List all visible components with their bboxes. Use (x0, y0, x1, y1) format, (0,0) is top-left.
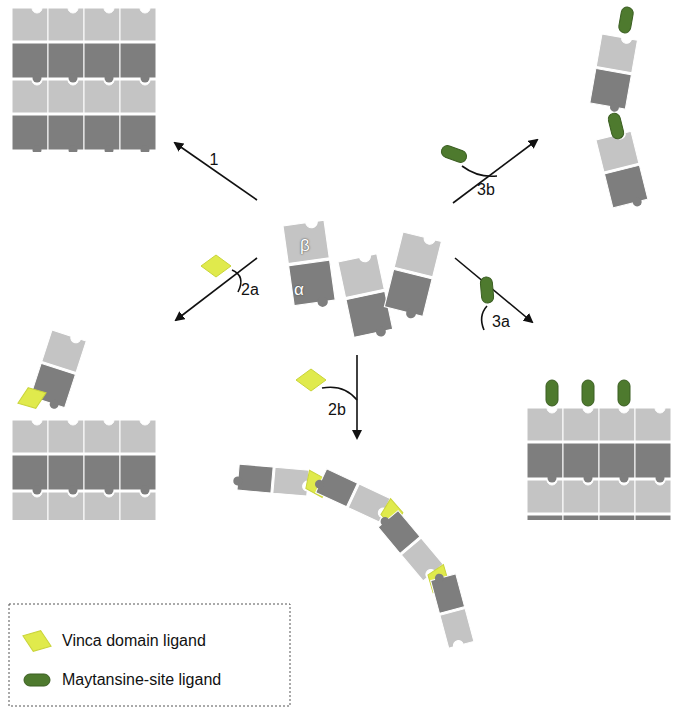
legend-swatch (24, 674, 50, 686)
tubulin-dimer (283, 220, 336, 311)
microtubule-lattice (12, 8, 156, 152)
legend-box (9, 604, 290, 706)
callout-number: 1 (210, 151, 219, 169)
maytansine-ligand (582, 380, 594, 406)
legend-swatch (19, 626, 55, 657)
arrow (453, 140, 537, 203)
tubulin-dimer (596, 131, 649, 212)
callout-number: 2b (328, 401, 346, 419)
maytansine-ligand (440, 144, 469, 164)
ligand-arc (322, 387, 357, 400)
maytansine-ligand (480, 277, 494, 304)
tubulin-dimer (338, 254, 394, 342)
vinca-ligand (14, 383, 50, 414)
arrow (356, 355, 358, 438)
arrow (175, 143, 257, 200)
subunit-label: α (294, 281, 304, 300)
maytansine-ligand (546, 380, 558, 406)
subunit-label: β (300, 237, 310, 256)
legend-text: Maytansine-site ligand (62, 671, 221, 689)
tubulin-dimer (383, 232, 441, 321)
vinca-ligand (296, 369, 326, 391)
maytansine-ligand (618, 380, 630, 406)
ligand-arc (482, 306, 487, 330)
callout-number: 3b (477, 181, 495, 199)
legend-text: Vinca domain ligand (62, 632, 206, 650)
microtubule-lattice (12, 420, 156, 520)
callout-number: 2a (241, 281, 259, 299)
ligand-arc (462, 166, 497, 176)
maytansine-ligand (618, 6, 634, 34)
ligand-arc (232, 270, 241, 292)
vinca-ligand (201, 255, 231, 277)
tubulin-dimer (589, 34, 637, 114)
callout-number: 3a (492, 313, 510, 331)
microtubule-lattice (527, 408, 671, 520)
maytansine-ligand (607, 112, 625, 140)
curved-protofilament (232, 458, 474, 648)
arrow (455, 258, 532, 322)
